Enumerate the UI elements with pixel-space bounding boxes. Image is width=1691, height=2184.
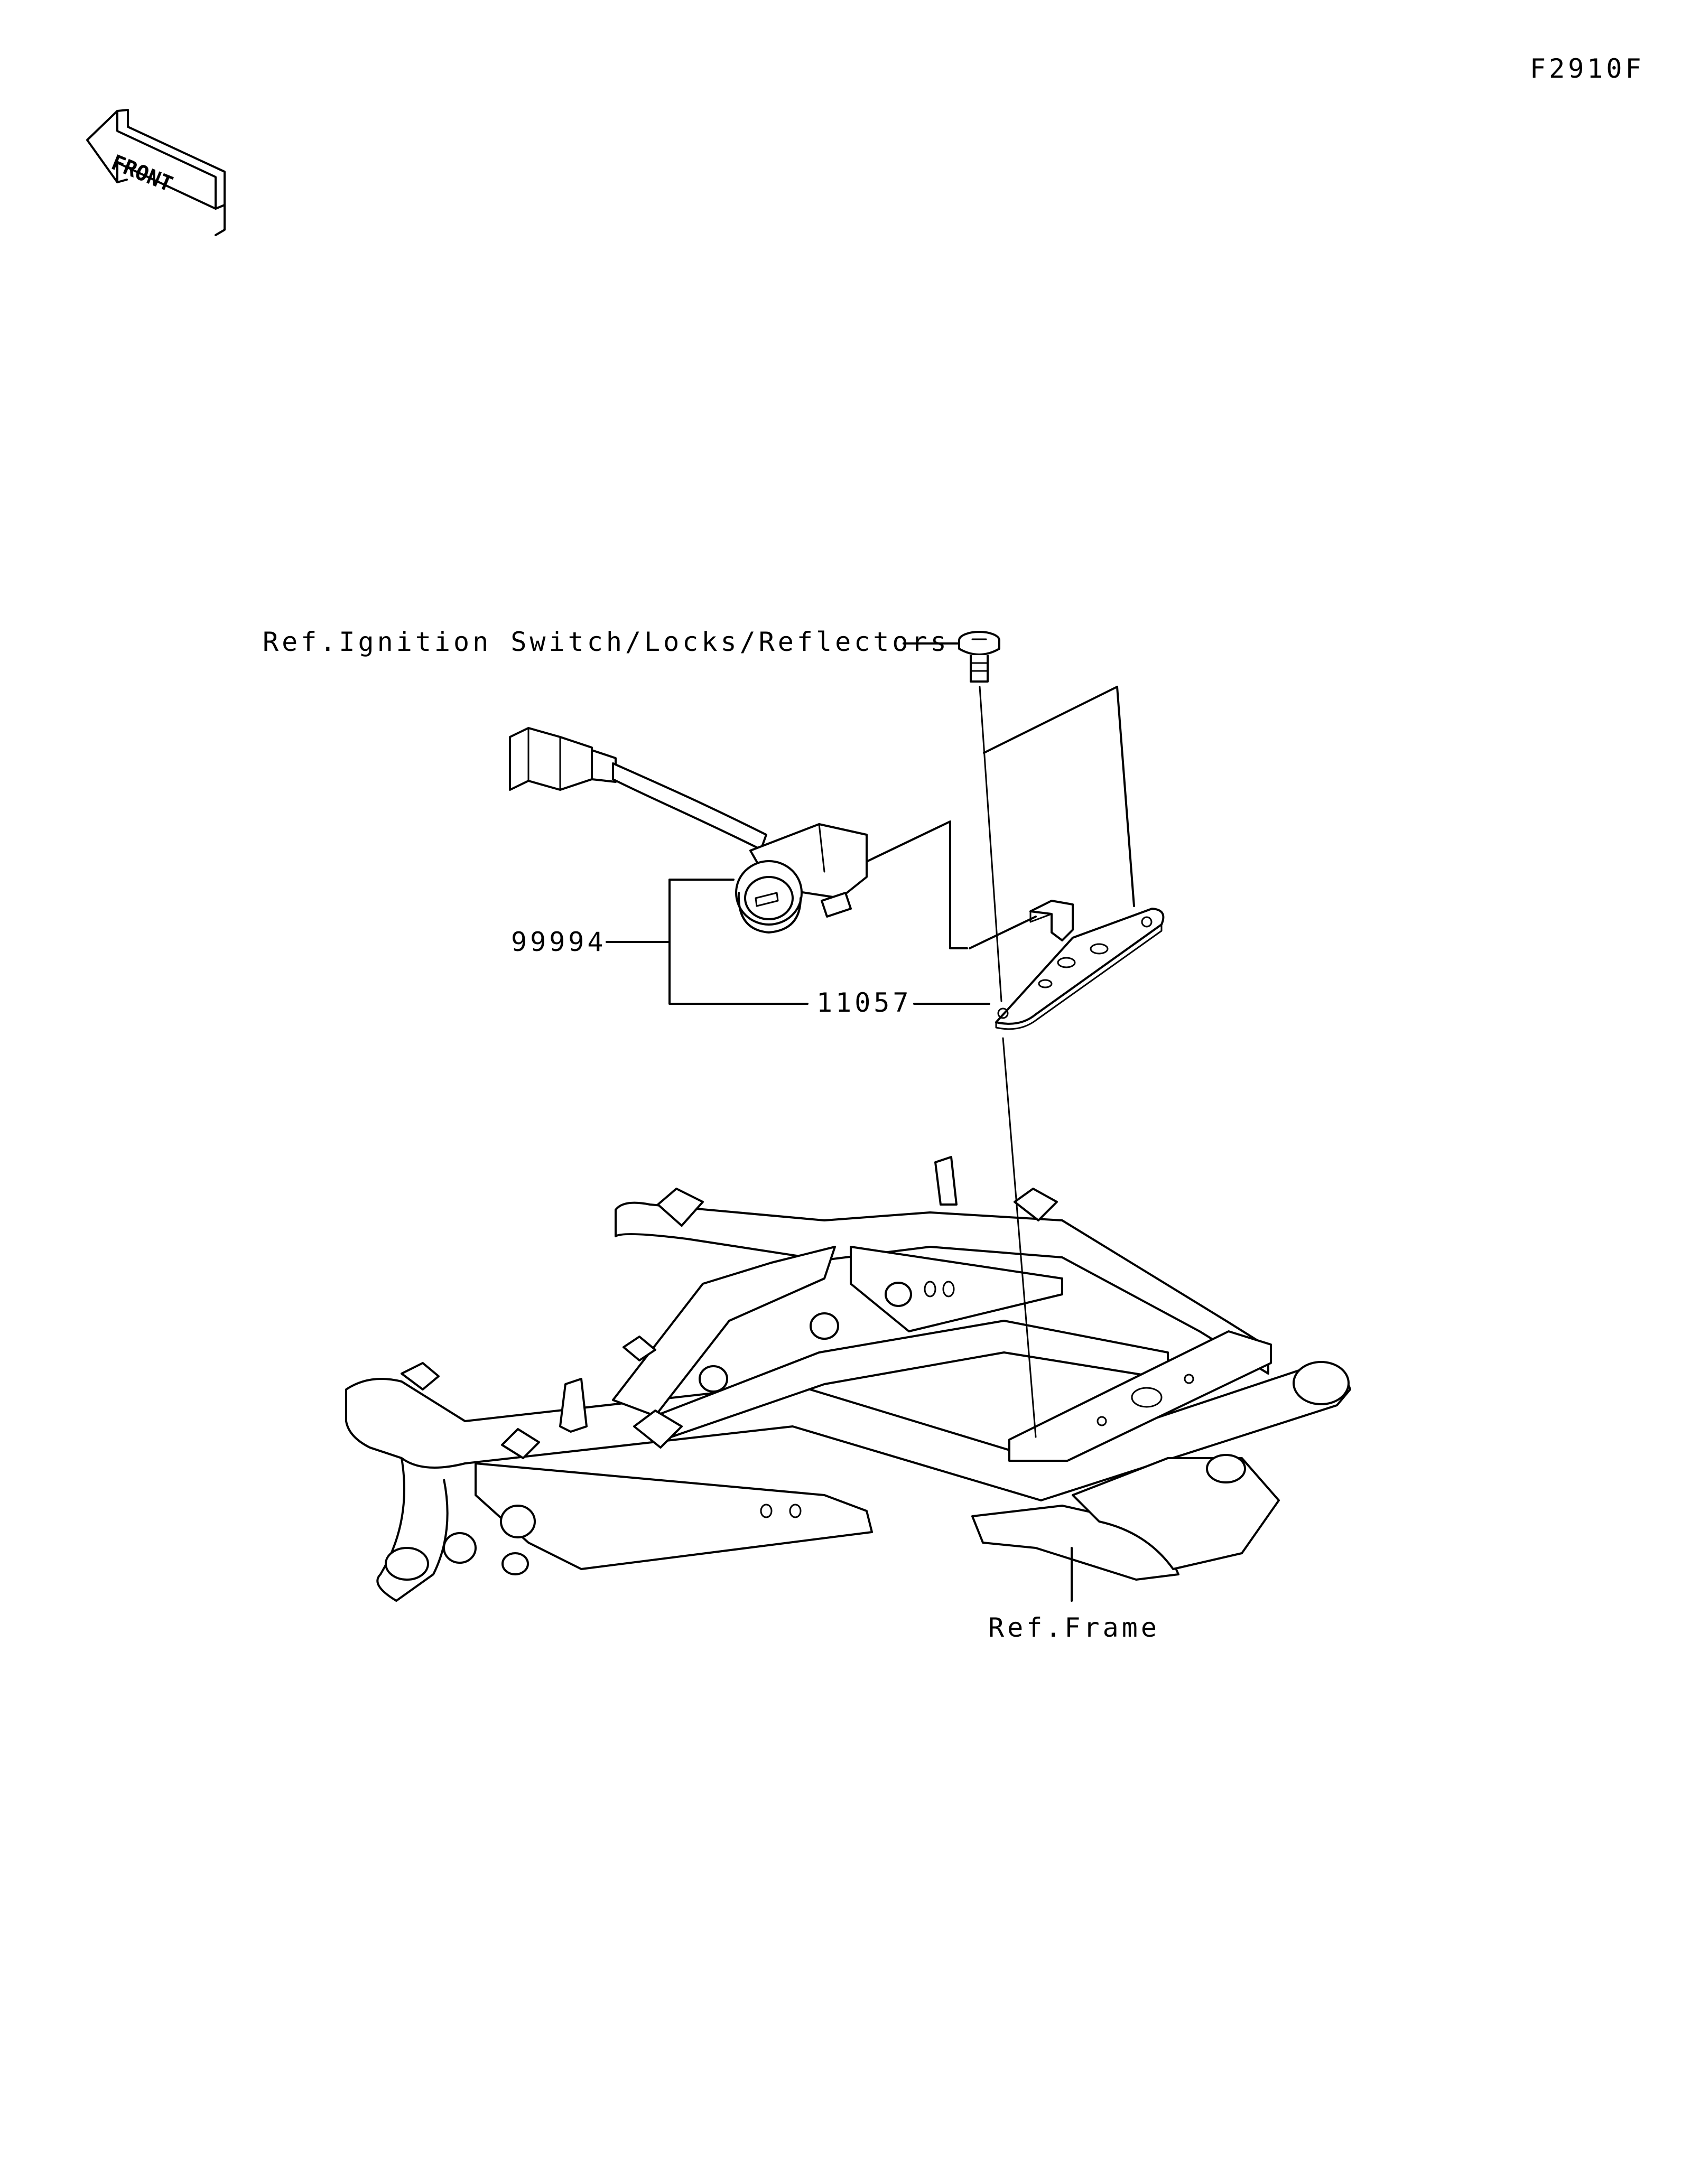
ref-ignition-label: Ref.Ignition Switch/Locks/Reflectors	[263, 627, 950, 657]
part-number-99994: 99994	[511, 927, 607, 957]
motorcycle-frame	[345, 1156, 1351, 1602]
diagram-code: F2910F	[1530, 53, 1644, 84]
bracket-11057	[995, 900, 1165, 1030]
ref-frame-label: Ref.Frame	[988, 1612, 1160, 1643]
ignition-switch-99994	[509, 727, 868, 934]
front-direction-arrow-icon: FRONT	[86, 109, 226, 236]
part-number-11057: 11057	[816, 987, 912, 1018]
screw-icon	[958, 631, 1000, 683]
